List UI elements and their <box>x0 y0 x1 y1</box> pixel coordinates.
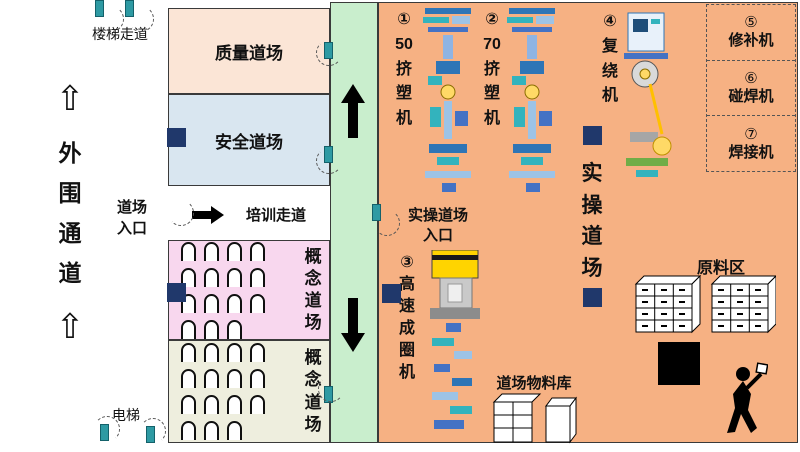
door-swing-arc <box>316 148 342 174</box>
door-swing-arc <box>128 6 154 32</box>
seat-arch-icon <box>250 241 265 261</box>
outer-corridor-label: 外 围 通 道 <box>58 139 82 287</box>
hollow-up-arrow-icon: ⇧ <box>55 308 85 346</box>
seat-arch-icon <box>204 267 219 287</box>
seat-arch-icon <box>227 343 242 362</box>
black-block <box>658 342 700 385</box>
safety-dojo-room: 安全道场 <box>168 94 330 186</box>
door-swing-arc <box>98 6 124 32</box>
seat-arch-icon <box>227 241 242 261</box>
seat-arch-icon <box>181 421 196 440</box>
welder-label: 焊接机 <box>728 143 774 161</box>
quality-dojo-label: 质量道场 <box>215 43 283 63</box>
seat-arch-icon <box>204 343 219 362</box>
spot-welder-cell: ⑥ 碰焊机 <box>707 61 795 117</box>
concept-dojo-room-1: 概念 道场 <box>168 240 330 340</box>
down-arrow-icon <box>341 298 365 352</box>
seat-arch-icon <box>181 241 196 261</box>
concept-dojo-label: 概念 道场 <box>304 246 322 333</box>
shelf-unit <box>634 274 702 334</box>
door-marker <box>324 386 333 403</box>
material-store-label: 道场物料库 <box>496 375 572 392</box>
seat-arch-icon <box>250 267 265 287</box>
seat-arch-icon <box>227 293 242 313</box>
material-store-illustration <box>492 393 577 444</box>
coiler-illustration <box>430 250 480 429</box>
outer-corridor: ⇧ 外 围 通 道 ⇧ <box>38 82 102 344</box>
door-marker <box>372 204 381 221</box>
seat-arch-icon <box>181 343 196 362</box>
repair-station-group: ⑤ 修补机 ⑥ 碰焊机 ⑦ 焊接机 <box>706 4 796 172</box>
pillar-marker <box>382 284 401 303</box>
seat-arch-icon <box>227 369 242 388</box>
door-swing-arc <box>318 376 344 402</box>
spot-welder-label: 碰焊机 <box>728 88 774 105</box>
door-marker <box>95 0 104 17</box>
seat-arch-icon <box>204 421 219 440</box>
quality-dojo-room: 质量道场 <box>168 8 330 94</box>
seat-arch-icon <box>181 369 196 388</box>
seat-arch-icon <box>204 293 219 313</box>
seat-arches <box>181 241 284 339</box>
seat-arch-icon <box>181 267 196 287</box>
stair-corridor-label: 楼梯走道 <box>92 26 148 42</box>
rewinder-label: ④ 复 绕 机 <box>601 13 618 105</box>
pillar-marker <box>583 126 602 145</box>
door-marker <box>324 42 333 59</box>
extruder-50-label: ① 50 挤 塑 机 <box>395 11 413 128</box>
raw-material-shelves <box>634 274 776 334</box>
seat-arch-icon <box>227 319 242 339</box>
extruder-70-illustration <box>507 8 555 192</box>
door-marker <box>125 0 134 17</box>
pillar-marker <box>167 283 186 302</box>
seat-arch-icon <box>181 319 196 339</box>
shelf-unit <box>710 275 776 334</box>
spot-welder-number: ⑥ <box>744 70 758 87</box>
training-corridor-label: 培训走道 <box>246 207 307 224</box>
coiler-label: ③ 高 速 成 圈 机 <box>398 254 415 382</box>
seat-arch-icon <box>204 241 219 261</box>
raw-material-label: 原料区 <box>697 260 746 277</box>
pillar-marker <box>583 288 602 307</box>
person-figure <box>727 362 768 433</box>
repair-machine-cell: ⑤ 修补机 <box>707 5 795 61</box>
seat-arch-icon <box>250 369 265 388</box>
door-swing-arc <box>374 210 400 236</box>
repair-machine-number: ⑤ <box>744 14 758 32</box>
up-arrow-icon <box>341 84 365 138</box>
welder-number: ⑦ <box>744 125 758 143</box>
seat-arch-icon <box>204 395 219 414</box>
seat-arch-icon <box>250 293 265 313</box>
door-swing-arc <box>168 200 194 226</box>
hollow-up-arrow-icon: ⇧ <box>55 80 85 118</box>
extruder-50-illustration <box>423 8 471 192</box>
extruder-70-label: ② 70 挤 塑 机 <box>483 11 501 128</box>
elevator-label: 电梯 <box>112 407 140 423</box>
rewinder-illustration <box>624 12 672 177</box>
practical-entrance-label: 实操道场 入口 <box>407 207 468 245</box>
right-arrow-icon <box>192 206 224 224</box>
seat-arch-icon <box>204 319 219 339</box>
seat-arch-icon <box>227 267 242 287</box>
seat-arches <box>181 343 284 440</box>
door-swing-arc <box>140 418 166 444</box>
welder-cell: ⑦ 焊接机 <box>707 116 795 171</box>
door-swing-arc <box>94 416 120 442</box>
pillar-marker <box>167 128 186 147</box>
repair-machine-label: 修补机 <box>728 32 774 50</box>
dojo-entrance-label: 道场 入口 <box>116 199 147 237</box>
seat-arch-icon <box>227 421 242 440</box>
door-marker <box>324 146 333 163</box>
concept-dojo-room-2: 概念 道场 <box>168 340 330 443</box>
seat-arch-icon <box>204 369 219 388</box>
seat-arch-icon <box>227 395 242 414</box>
training-corridor-strip <box>330 2 378 443</box>
practical-dojo-label: 实 操 道 场 <box>581 162 603 280</box>
safety-dojo-label: 安全道场 <box>215 132 283 152</box>
seat-arch-icon <box>250 343 265 362</box>
door-swing-arc <box>316 40 342 66</box>
concept-dojo-label: 概念 道场 <box>304 348 322 434</box>
seat-arch-icon <box>181 395 196 414</box>
seat-arch-icon <box>250 395 265 414</box>
